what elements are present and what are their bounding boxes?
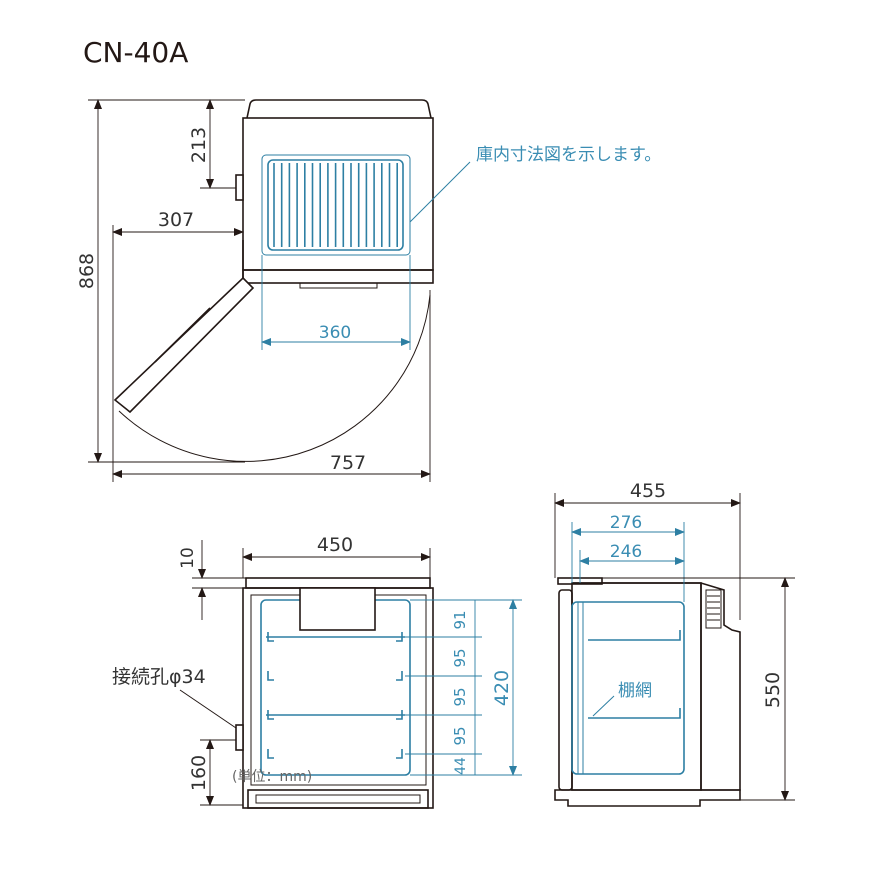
model-title: CN-40A [83,36,188,69]
side-door [558,589,573,791]
dim-246: 246 [610,542,642,562]
handle [299,282,378,289]
dim-307: 307 [158,209,194,231]
dim-213: 213 [188,127,210,163]
body-outline [242,117,434,271]
front-view: 接続孔φ34 (単位：mm) 450 10 160 91 95 95 95 44… [112,534,522,809]
callout-leader [409,161,471,223]
hinge-knob [235,174,244,201]
connection-hole [235,724,244,751]
dim-10: 10 [178,547,198,569]
dim-455: 455 [630,480,666,502]
dim-868: 868 [76,253,98,289]
connection-hole-label: 接続孔φ34 [112,666,206,688]
inner-compartment [261,154,411,256]
callout-text: 庫内寸法図を示します。 [476,145,661,165]
open-door [113,276,255,414]
door-swing-arc [118,294,431,462]
shelf-net-label: 棚網 [618,681,652,701]
unit-label: (単位：mm) [232,769,312,785]
dim-360: 360 [319,323,351,343]
shelf-dim-2: 95 [451,648,469,667]
dim-450: 450 [317,534,353,556]
top-view: 868 213 307 360 757 庫内寸法図を示します。 [76,99,661,482]
grille [267,159,404,251]
shelf-dim-5: 44 [453,757,469,775]
base-strip [242,269,434,284]
dim-160: 160 [188,755,210,791]
top-cap [246,99,432,119]
front-handle [299,587,376,631]
side-view: 棚網 455 276 246 550 [554,480,795,807]
dim-276: 276 [610,513,642,533]
dim-550: 550 [762,672,784,708]
dim-420: 420 [491,670,513,706]
shelf-dim-3: 95 [451,687,469,706]
shelf-dim-1: 91 [451,610,469,629]
shelf-dim-4: 95 [451,726,469,745]
dim-757: 757 [330,452,366,474]
side-inner [571,601,685,775]
door-handle [154,307,211,363]
